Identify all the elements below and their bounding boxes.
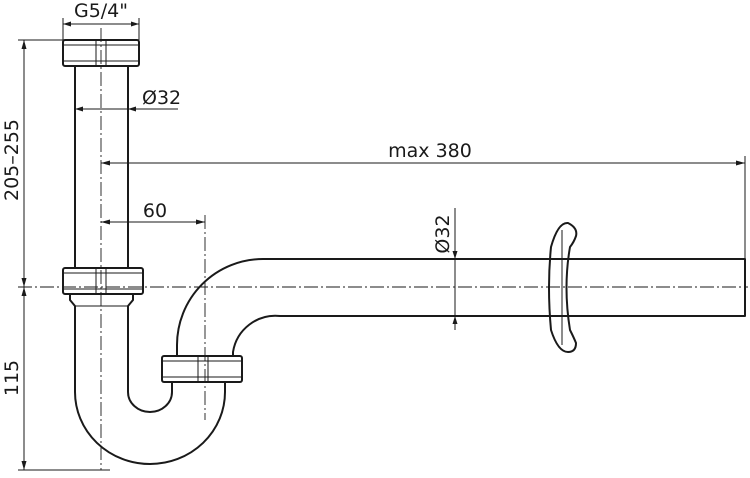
horizontal-diameter-label: Ø32 (432, 214, 454, 253)
u-trap (69, 293, 226, 465)
upper-vertical-pipe (74, 65, 129, 269)
siphon-body (62, 39, 746, 465)
thread-label: G5/4" (74, 0, 128, 22)
middle-nut (62, 267, 144, 295)
dimension-labels: G5/4" Ø32 max 380 60 Ø32 205–255 115 (1, 0, 472, 396)
center-lines (18, 28, 748, 470)
vertical-diameter-label: Ø32 (142, 87, 181, 109)
top-nut (62, 39, 140, 67)
height-range-label: 205–255 (1, 119, 23, 201)
max-length-label: max 380 (388, 140, 472, 162)
dimension-lines (18, 18, 746, 471)
wall-rosette (548, 222, 578, 353)
lower-height-label: 115 (1, 360, 23, 396)
outlet-nut (161, 355, 243, 383)
offset-label: 60 (143, 200, 167, 222)
elbow-horizontal-pipe (176, 258, 746, 357)
